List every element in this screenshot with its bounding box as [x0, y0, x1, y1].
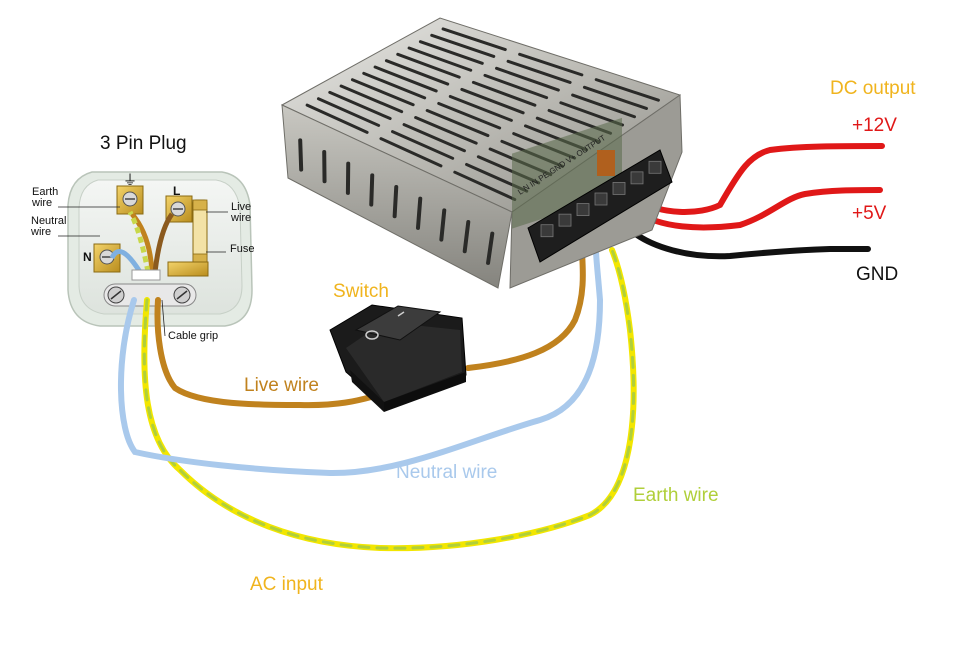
dc-plus5v-wire: [635, 187, 883, 231]
plug-title: 3 Pin Plug: [100, 133, 187, 154]
ac-input-label: AC input: [250, 574, 323, 595]
dc-output-label: DC output: [830, 78, 916, 99]
dc-plus12v-label: +12V: [852, 115, 897, 136]
vent-slot: [392, 185, 399, 219]
vent-slot: [430, 33, 496, 58]
vent-slot: [414, 116, 478, 145]
plug-inner-neutral-wire: [109, 249, 143, 274]
plug-earth-wire-label: Earth wire: [32, 186, 59, 209]
vent-slot: [441, 27, 507, 52]
vent-slot: [425, 109, 490, 138]
plug-terminal-n-label: N: [83, 250, 92, 264]
psu-vent-slots: [298, 27, 660, 265]
vent-slot: [506, 59, 572, 84]
vent-slot: [437, 101, 502, 130]
dc-wires: [625, 143, 885, 260]
vent-slot: [316, 97, 381, 127]
neutral-wire: [117, 247, 604, 477]
plug-neutral-wire-label: Neutral wire: [31, 215, 67, 238]
vent-slot: [594, 78, 660, 102]
terminal-screw-icon: [540, 224, 554, 238]
vent-slot: [418, 40, 484, 65]
vent-slot: [448, 94, 513, 122]
vent-slot: [407, 46, 473, 72]
dc-plus12v-wire: [637, 143, 885, 215]
vent-slot: [582, 85, 648, 110]
switch-on-symbol-icon: [397, 311, 405, 317]
vent-slot: [453, 170, 517, 201]
dc-plus5v-label: +5V: [852, 203, 887, 224]
plug-live-wire-label: Live wire: [231, 201, 252, 224]
vent-slot: [373, 65, 438, 93]
earth-wire-label: Earth wire: [633, 485, 719, 506]
vent-slot: [305, 103, 369, 134]
vent-slot: [350, 78, 415, 107]
ac-wires: [117, 247, 637, 552]
plug-cable-grip-label: Cable grip: [168, 330, 219, 342]
terminal-screw-icon: [648, 160, 662, 174]
vent-slot: [396, 52, 461, 79]
terminal-screw-icon: [612, 182, 626, 195]
psu-terminal-screws: [540, 160, 662, 238]
dc-gnd-wire: [625, 225, 871, 260]
vent-slot: [495, 66, 560, 92]
three-pin-plug: [58, 171, 253, 337]
terminal-screw-icon: [630, 171, 644, 185]
vent-slot: [486, 231, 495, 265]
plug-terminal-l-label: L: [173, 184, 181, 198]
vent-slot: [460, 87, 525, 115]
switch-off-symbol-icon: [365, 330, 379, 340]
vent-slot: [518, 52, 584, 77]
live-wire-label: Live wire: [244, 375, 319, 396]
vent-slot: [379, 137, 443, 168]
switch-rocker: [354, 305, 442, 341]
vent-slot: [391, 130, 455, 160]
vent-slot: [384, 59, 450, 86]
vent-slot: [339, 84, 404, 114]
live-wire-switch-to-psu: [465, 249, 586, 371]
rocker-switch: [329, 304, 467, 412]
vent-slot: [571, 93, 636, 119]
earth-symbol-icon: ⏚: [123, 172, 137, 188]
terminal-screw-icon: [558, 213, 572, 227]
vent-slot: [462, 220, 471, 254]
cable-grip: [103, 283, 197, 307]
vent-slot: [483, 73, 549, 100]
vent-slot: [298, 138, 304, 172]
neutral-wire-label: Neutral wire: [396, 462, 498, 483]
power-supply-unit: L N IN PE GND V+ OUTPUT: [280, 17, 683, 289]
terminal-screw-icon: [576, 203, 590, 216]
live-wire-plug-to-switch: [154, 297, 378, 409]
vent-slot: [439, 208, 447, 242]
vent-slot: [471, 80, 537, 107]
switch-label: Switch: [333, 281, 389, 302]
vent-slot: [328, 90, 392, 121]
plug-fuse-label: Fuse: [230, 243, 255, 255]
vent-slot: [369, 173, 375, 207]
vent-slot: [402, 123, 466, 153]
dc-gnd-label: GND: [856, 264, 899, 285]
vent-slot: [415, 196, 423, 230]
vent-slot: [362, 71, 427, 100]
terminal-screw-icon: [594, 192, 608, 206]
